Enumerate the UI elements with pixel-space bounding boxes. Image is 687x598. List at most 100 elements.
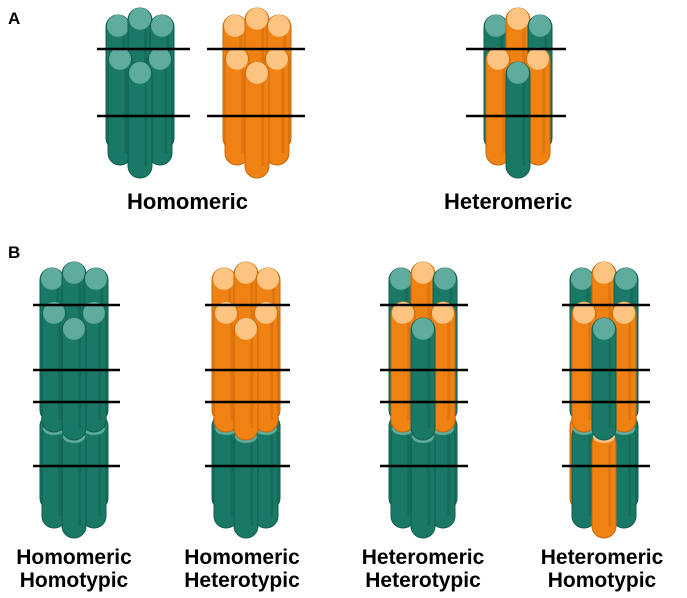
channel-subunit [410,317,436,539]
homomeric-connexon-teal [105,7,175,179]
subunit-cap [613,301,635,324]
subunit-cap [487,47,509,70]
channel-subunit [430,301,456,529]
channel-homomeric-heterotypic [211,261,281,539]
subunit-shade [58,314,62,420]
subunit-cap [85,267,107,290]
homomeric-connexon-orange [222,7,292,179]
upper-subunit [61,317,87,441]
panel-a-letter: A [8,9,21,28]
subunit-cap [392,301,414,324]
channel-subunit [233,317,259,539]
upper-subunit [81,301,107,433]
subunit-body [233,431,259,539]
upper-subunit [233,317,259,441]
subunit-shade [230,314,234,420]
subunit-shade [427,330,431,428]
subunit-cap [529,14,551,37]
subunit-cap [63,261,85,284]
subunit-cap [434,267,456,290]
channel-subunit [253,301,279,529]
caption-line1: Homomeric [184,546,300,569]
subunit-shade [58,436,62,516]
subunit-cap [573,301,595,324]
subunit-cap [235,261,257,284]
subunit-cap [507,61,529,84]
heteromeric-label: Heteromeric [444,189,573,214]
subunit-cap [215,301,237,324]
caption-homomeric-homotypic: Homomeric Homotypic [4,546,144,592]
subunit [505,61,531,179]
subunit-cap [213,267,235,290]
subunit-cap [412,261,434,284]
upper-subunit [591,317,617,441]
heteromeric-connexon [483,7,553,179]
lower-subunit [233,431,259,539]
channel-subunit [591,317,617,539]
subunit-cap [63,317,85,340]
subunit-shade [270,314,274,420]
channel-subunit [571,301,597,529]
subunit-cap [266,47,288,70]
subunit [244,61,270,179]
subunit-shade [230,436,234,516]
upper-subunit [410,317,436,441]
subunit-cap [268,14,290,37]
subunit-cap [83,301,105,324]
subunit-shade [144,74,148,166]
subunit-cap [412,317,434,340]
subunit-shade [164,60,168,153]
subunit [224,47,250,166]
subunit-cap [593,317,615,340]
subunit-cap [527,47,549,70]
upper-subunit [390,301,416,433]
caption-line1: Heteromeric [361,546,485,569]
caption-line2: Heterotypic [365,569,481,592]
subunit-shade [522,74,526,166]
subunit-cap [593,261,615,284]
subunit-cap [432,301,454,324]
panel-b-letter: B [8,243,21,262]
caption-homomeric-heterotypic: Homomeric Heterotypic [172,546,312,592]
channel-heteromeric-homotypic [569,261,639,539]
subunit-shade [588,314,592,420]
subunit [127,61,153,179]
channel-subunit [611,301,637,529]
subunit-shade [407,436,411,516]
subunit-cap [507,7,529,30]
subunit-shade [447,436,451,516]
subunit-shade [78,330,82,428]
lower-subunit [591,431,617,539]
subunit-shade [98,436,102,516]
subunit-shade [261,74,265,166]
caption-line1: Heteromeric [540,546,664,569]
subunit-cap [257,267,279,290]
subunit-shade [608,444,612,526]
channel-subunit [213,301,239,529]
caption-line2: Homotypic [19,569,129,592]
channel-subunit [81,301,107,529]
subunit-cap [41,267,63,290]
subunit-cap [485,14,507,37]
subunit-shade [407,314,411,420]
homomeric-label: Homomeric [127,189,249,214]
subunit-cap [571,267,593,290]
subunit-cap [151,14,173,37]
subunit-shade [628,436,632,516]
caption-line2: Homotypic [547,569,657,592]
subunit-shade [427,444,431,526]
subunit-cap [129,61,151,84]
subunit-shade [542,60,546,153]
subunit-body [591,431,617,539]
lower-subunit [61,431,87,539]
subunit-cap [226,47,248,70]
subunit-cap [224,14,246,37]
subunit-shade [241,60,245,153]
subunit-cap [390,267,412,290]
subunit-cap [615,267,637,290]
subunit-shade [281,60,285,153]
subunit-shade [124,60,128,153]
upper-subunit [41,301,67,433]
